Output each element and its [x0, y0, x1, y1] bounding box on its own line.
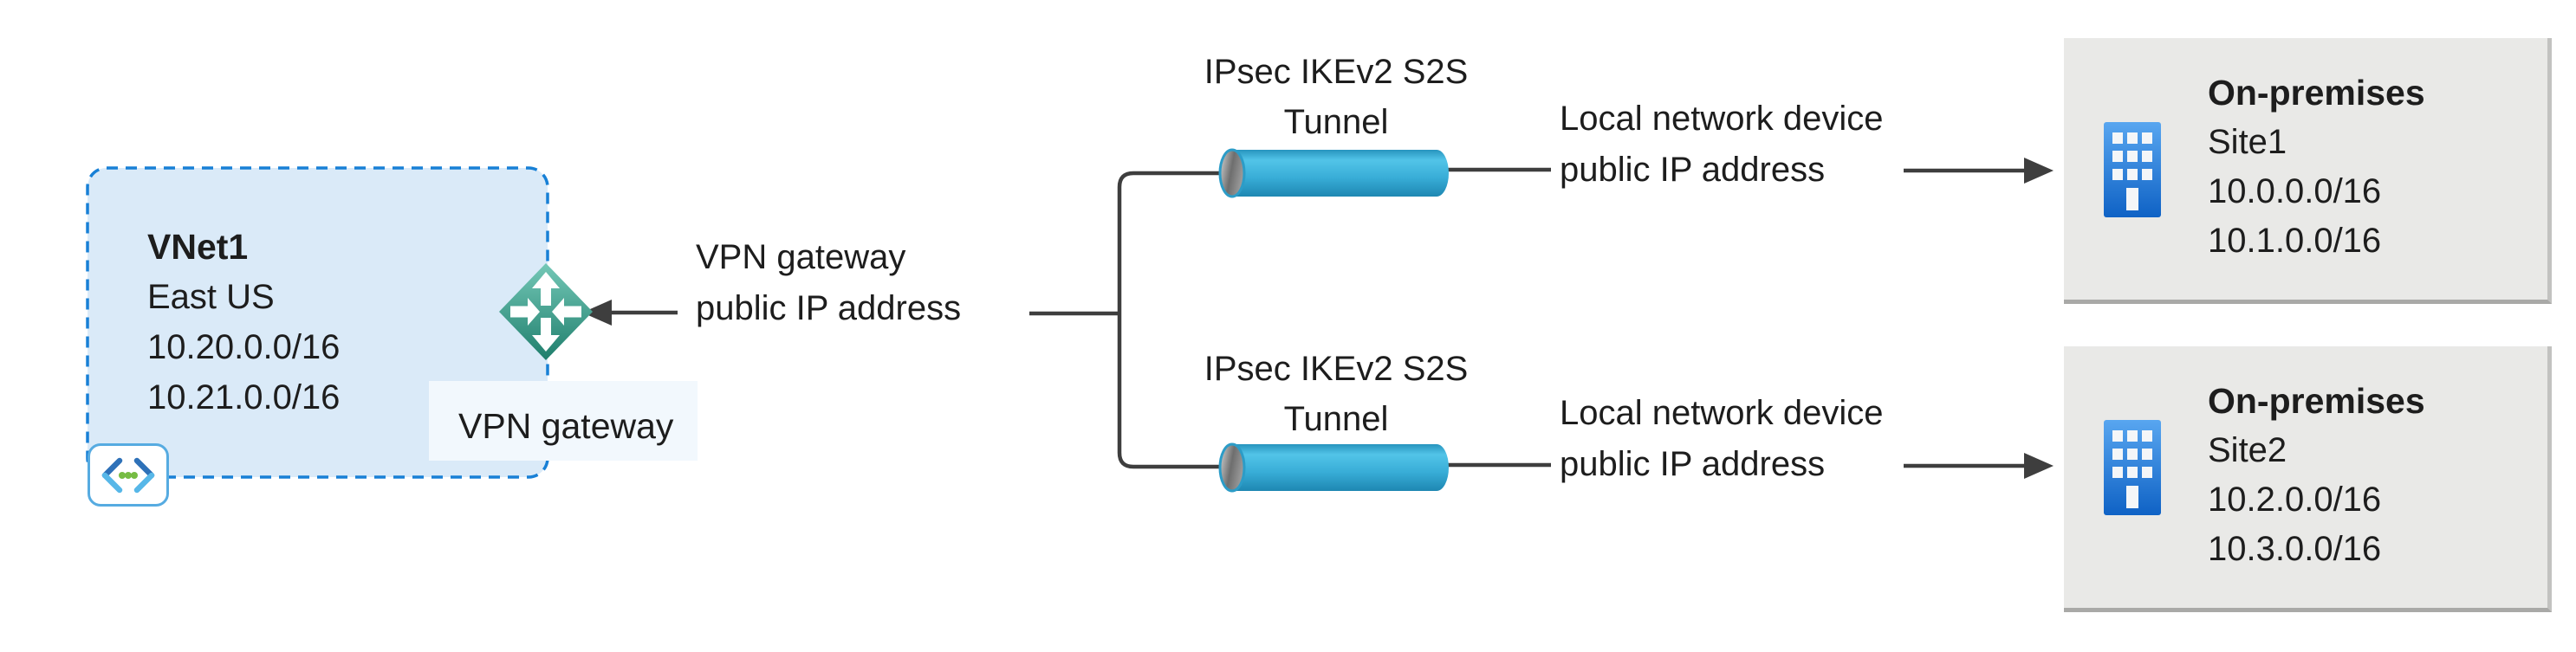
tunnel2-label-line1: IPsec IKEv2 S2S [1204, 350, 1469, 388]
site2-cidr-2: 10.3.0.0/16 [2208, 530, 2382, 568]
site2-cidr-1: 10.2.0.0/16 [2208, 481, 2382, 519]
device-label-2-line2: public IP address [1560, 445, 1826, 483]
vnet-info: VNet1 East US 10.20.0.0/16 10.21.0.0/16 [147, 222, 340, 423]
virtual-network-icon [88, 443, 169, 507]
device-label-1-line1: Local network device [1560, 100, 1884, 138]
site1-cidr-2: 10.1.0.0/16 [2208, 222, 2382, 260]
tunnel1-label-line2: Tunnel [1283, 103, 1389, 141]
tunnel2-label: IPsec IKEv2 S2S Tunnel [1154, 344, 1518, 444]
tunnel1-pipe-icon [1218, 148, 1449, 198]
site2-building-icon [2104, 420, 2161, 515]
arrowheads [582, 158, 2054, 479]
site1-name: Site1 [2208, 123, 2287, 161]
gateway-public-ip-line2: public IP address [696, 289, 962, 327]
site1-cidr-1: 10.0.0.0/16 [2208, 172, 2382, 210]
vnet-name: VNet1 [147, 227, 249, 267]
tunnel2-label-line2: Tunnel [1283, 400, 1389, 438]
gateway-public-ip-label: VPN gateway public IP address [696, 232, 961, 334]
vnet-cidr-2: 10.21.0.0/16 [147, 378, 341, 416]
device-label-1-line2: public IP address [1560, 151, 1826, 189]
device-label-1: Local network device public IP address [1560, 94, 1884, 196]
device-label-2: Local network device public IP address [1560, 388, 1884, 490]
vnet-cidr-1: 10.20.0.0/16 [147, 328, 341, 366]
site1-info: On-premises Site1 10.0.0.0/16 10.1.0.0/1… [2208, 68, 2425, 266]
site2-title: On-premises [2208, 381, 2425, 421]
vnet-region: East US [147, 278, 275, 316]
device-label-2-line1: Local network device [1560, 394, 1884, 432]
site1-title: On-premises [2208, 73, 2425, 113]
vpn-gateway-icon [499, 263, 593, 360]
gateway-public-ip-line1: VPN gateway [696, 238, 906, 276]
vpn-gateway-label: VPN gateway [458, 406, 674, 446]
site1-building-icon [2104, 122, 2161, 217]
tunnel1-label-line1: IPsec IKEv2 S2S [1204, 53, 1469, 91]
site2-name: Site2 [2208, 431, 2287, 469]
tunnel2-pipe-icon [1218, 442, 1449, 493]
tunnel1-label: IPsec IKEv2 S2S Tunnel [1154, 47, 1518, 147]
vpn-gateway-label-bg [429, 381, 698, 461]
site2-info: On-premises Site2 10.2.0.0/16 10.3.0.0/1… [2208, 377, 2425, 574]
virtual-network-glyph [101, 457, 155, 493]
